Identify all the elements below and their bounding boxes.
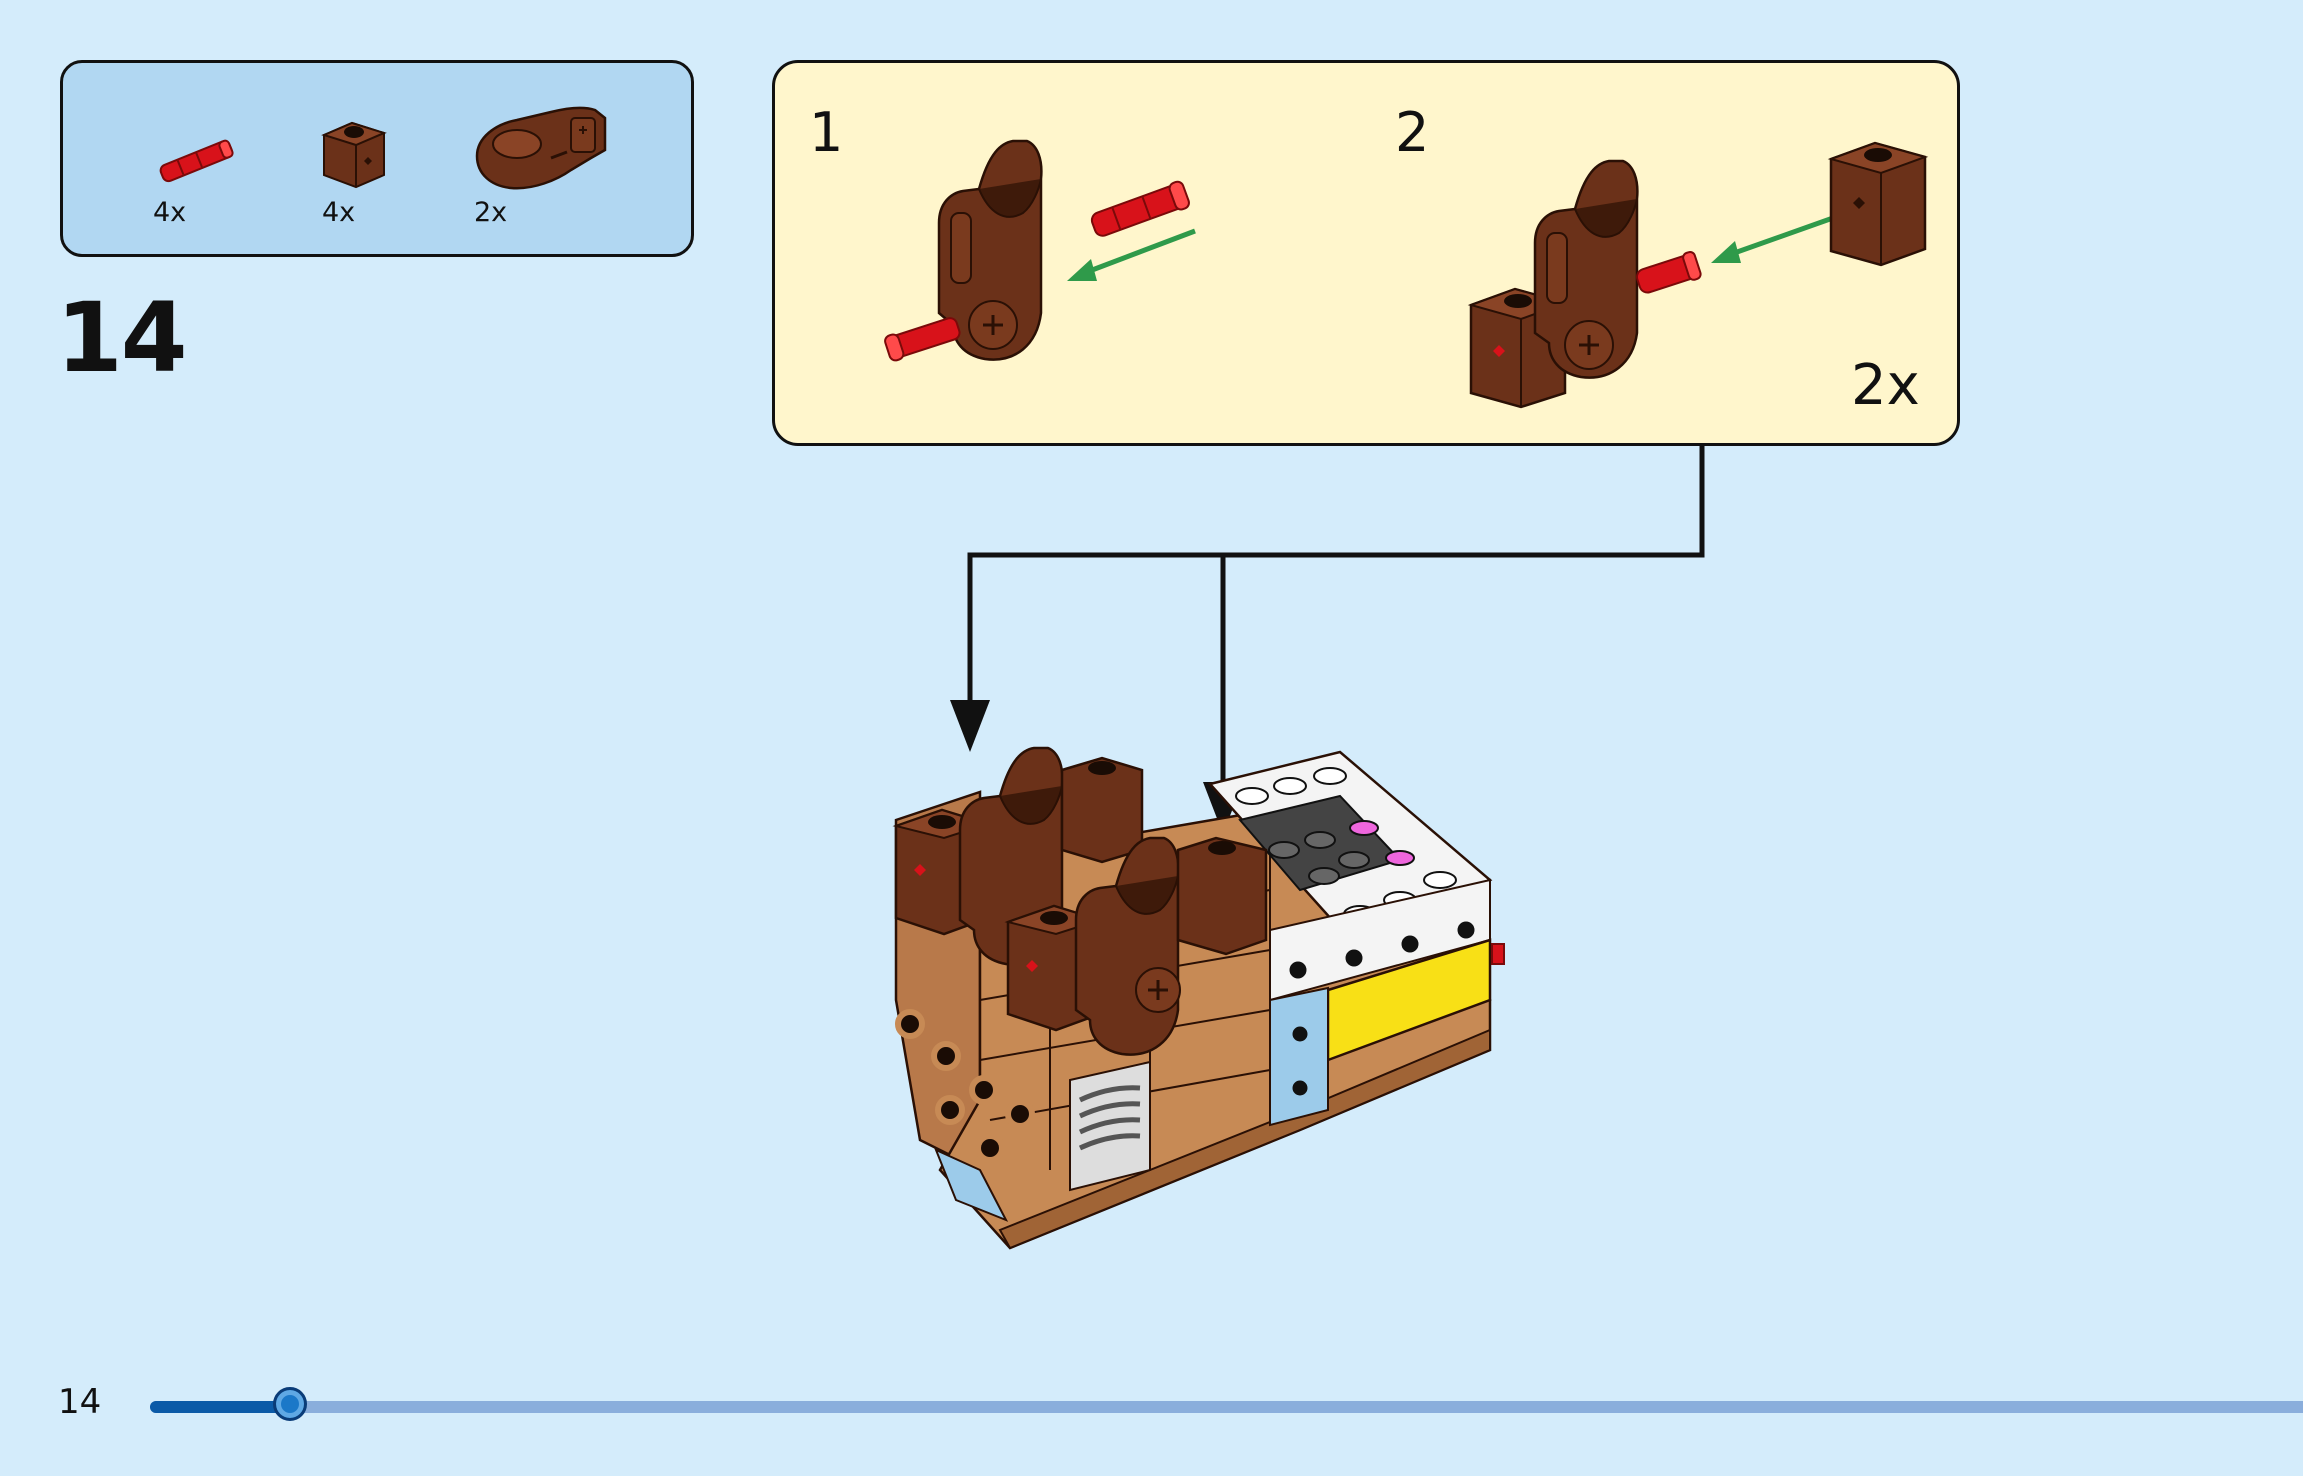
page-number: 14	[58, 1382, 101, 1422]
progress-fill	[150, 1401, 290, 1413]
progress-bar[interactable]	[150, 1401, 2303, 1413]
main-model-illustration	[880, 700, 1520, 1260]
